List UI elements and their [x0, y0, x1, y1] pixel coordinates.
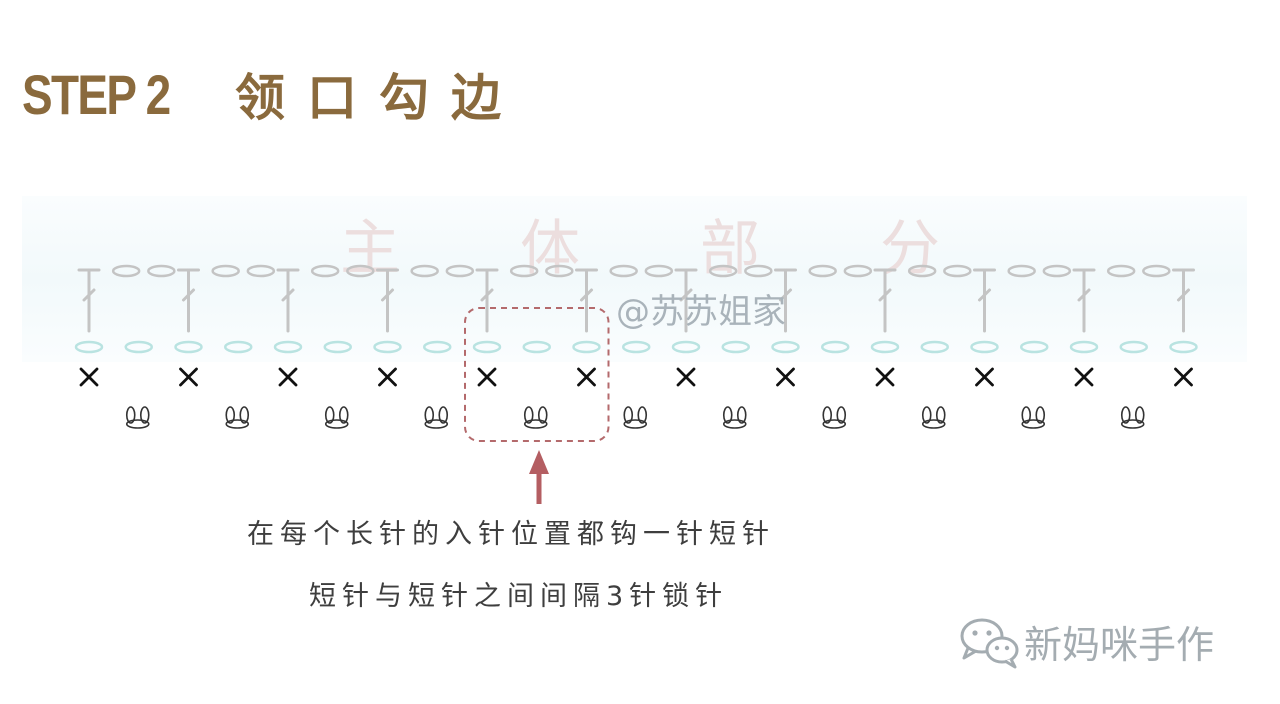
chain-stitch	[310, 264, 340, 278]
chain-stitch	[644, 264, 674, 278]
instruction-line-1: 在每个长针的入针位置都钩一针短针	[247, 519, 775, 550]
main-body-band	[22, 196, 1247, 362]
chain-stitch	[346, 264, 375, 278]
brand-watermark: 新妈咪手作	[956, 612, 1214, 670]
brand-name: 新妈咪手作	[1024, 622, 1215, 667]
double-crochet-stitch	[1072, 268, 1096, 333]
chain-stitch	[211, 264, 240, 278]
single-crochet-stitch	[776, 367, 795, 387]
chain-stitch	[410, 264, 439, 278]
foundation-chain	[970, 340, 999, 354]
single-crochet-stitch	[477, 367, 497, 387]
foundation-chain	[1069, 340, 1099, 354]
foundation-chain	[771, 340, 800, 354]
double-crochet-stitch	[674, 268, 698, 333]
double-crochet-stitch	[177, 268, 200, 333]
chain-3-group	[125, 406, 150, 429]
chain-3-group	[523, 406, 548, 429]
step-label: STEP 2	[22, 62, 171, 126]
double-crochet-stitch	[575, 268, 598, 333]
single-crochet-stitch	[1074, 367, 1094, 387]
chain-stitch	[111, 264, 141, 278]
chain-3-group	[921, 406, 946, 429]
chain-3-group	[324, 406, 349, 429]
foundation-chain	[1169, 340, 1198, 354]
chain-stitch	[843, 264, 873, 278]
chain-stitch	[943, 264, 972, 278]
band-label: 主 体 部 分	[340, 200, 940, 284]
single-crochet-stitch	[1174, 367, 1193, 387]
foundation-chain	[472, 340, 502, 354]
chain-3-group	[623, 406, 648, 429]
step-name: 领口勾边	[235, 69, 523, 127]
chain-stitch	[1106, 264, 1136, 278]
single-crochet-stitch	[577, 367, 596, 387]
single-crochet-stitch	[179, 367, 198, 387]
chain-3-group	[822, 406, 847, 429]
band-label-char: 主	[340, 214, 400, 284]
double-crochet-stitch	[276, 268, 300, 333]
chain-3-group	[1021, 406, 1046, 429]
foundation-chain	[373, 340, 402, 354]
single-crochet-stitch	[875, 367, 895, 387]
chain-stitch	[907, 264, 937, 278]
double-crochet-stitch	[774, 268, 797, 333]
double-crochet-stitch	[376, 268, 399, 333]
foundation-chain	[273, 340, 303, 354]
single-crochet-stitch	[975, 367, 994, 387]
double-crochet-stitch	[973, 268, 996, 333]
single-crochet-stitch	[79, 367, 99, 387]
foundation-chain	[721, 340, 750, 354]
pointer-arrow	[529, 450, 549, 504]
chain-3-group	[722, 406, 747, 429]
band-label-char: 体	[520, 214, 580, 284]
foundation-chain	[1020, 340, 1049, 354]
chain-stitch	[445, 264, 475, 278]
double-crochet-stitch	[1172, 268, 1195, 333]
double-crochet-stitch	[873, 268, 897, 333]
highlight-box	[464, 307, 610, 442]
step-title: STEP 2 领口勾边	[22, 58, 523, 130]
foundation-chain	[224, 340, 253, 354]
chain-stitch	[708, 264, 738, 278]
double-crochet-stitch	[77, 268, 101, 333]
foundation-chain	[522, 340, 551, 354]
foundation-chain	[920, 340, 949, 354]
chain-stitch	[147, 264, 176, 278]
chain-3-group	[225, 406, 250, 429]
instruction-line-2: 短针与短针之间间隔3针锁针	[309, 581, 729, 612]
chain-stitch	[1007, 264, 1036, 278]
foundation-chain	[622, 340, 651, 354]
single-crochet-stitch	[676, 367, 696, 387]
foundation-chain	[1119, 340, 1148, 354]
foundation-chain	[572, 340, 601, 354]
foundation-chain	[671, 340, 701, 354]
chain-3-group	[424, 406, 449, 429]
chain-stitch	[744, 264, 773, 278]
foundation-chain	[124, 340, 153, 354]
chain-stitch	[1142, 264, 1171, 278]
chain-stitch	[509, 264, 539, 278]
chain-stitch	[246, 264, 276, 278]
chain-stitch	[1042, 264, 1072, 278]
chain-stitch	[545, 264, 574, 278]
foundation-chain	[74, 340, 104, 354]
chain-stitch	[609, 264, 638, 278]
double-crochet-stitch	[475, 268, 499, 333]
foundation-chain	[821, 340, 850, 354]
wechat-icon	[960, 618, 1019, 669]
foundation-chain	[174, 340, 203, 354]
watermark: @苏苏姐家	[616, 292, 786, 332]
chain-3-group	[1120, 406, 1145, 429]
single-crochet-stitch	[278, 367, 298, 387]
foundation-chain	[323, 340, 352, 354]
single-crochet-stitch	[378, 367, 397, 387]
foundation-chain	[870, 340, 900, 354]
chain-stitch	[808, 264, 837, 278]
foundation-chain	[423, 340, 452, 354]
